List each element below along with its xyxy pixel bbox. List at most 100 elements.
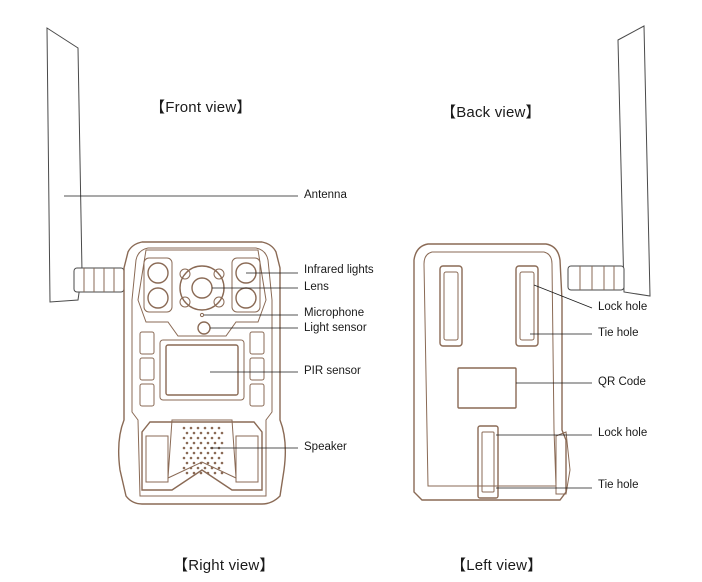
- back-view-title: 【Back view】: [441, 104, 541, 121]
- front-antenna-blade: [46, 27, 83, 303]
- right-view-title: 【Right view】: [173, 557, 275, 574]
- speaker-dot: [206, 471, 210, 475]
- speaker-dot: [185, 431, 189, 435]
- speaker-dot: [182, 466, 186, 470]
- antenna-label: Antenna: [304, 189, 347, 201]
- microphone-hole: [199, 312, 205, 318]
- speaker-dot: [206, 431, 210, 435]
- speaker-dot: [196, 436, 200, 440]
- speaker-grille: [182, 426, 224, 475]
- speaker-dot: [217, 456, 221, 460]
- speaker-dot: [210, 456, 214, 460]
- speaker-dot: [220, 461, 224, 465]
- speaker-dot: [196, 456, 200, 460]
- speaker-dot: [210, 436, 214, 440]
- speaker-dot: [210, 466, 214, 470]
- speaker-dot: [203, 436, 207, 440]
- speaker-dot: [182, 456, 186, 460]
- speaker-dot: [203, 466, 207, 470]
- left-view-title: 【Left view】: [451, 557, 543, 574]
- speaker-dot: [210, 426, 214, 430]
- qr-code-label: QR Code: [598, 376, 646, 388]
- infrared-led: [147, 287, 169, 309]
- tie-hole-bottom-label: Tie hole: [598, 479, 639, 491]
- speaker-dot: [196, 446, 200, 450]
- speaker-dot: [206, 441, 210, 445]
- light-sensor: [197, 321, 211, 335]
- speaker-dot: [189, 446, 193, 450]
- strap-loop-right: [515, 265, 539, 347]
- infrared-led: [235, 287, 257, 309]
- front-antenna-base: [73, 267, 125, 293]
- speaker-dot: [185, 461, 189, 465]
- tie-hole-top-label: Tie hole: [598, 327, 639, 339]
- pir-sensor-window: [165, 344, 239, 396]
- microphone-label: Microphone: [304, 307, 365, 319]
- speaker-dot: [203, 446, 207, 450]
- speaker-dot: [203, 456, 207, 460]
- speaker-dot: [192, 451, 196, 455]
- speaker-dot: [185, 471, 189, 475]
- speaker-dot: [203, 426, 207, 430]
- speaker-dot: [217, 466, 221, 470]
- speaker-dot: [206, 451, 210, 455]
- back-camera: [413, 25, 651, 501]
- speaker-dot: [220, 441, 224, 445]
- infrared-led: [147, 262, 169, 284]
- lens-label: Lens: [304, 281, 329, 293]
- back-antenna-blade: [617, 25, 651, 297]
- lock-hole-top-label: Lock hole: [598, 301, 648, 313]
- speaker-dot: [206, 461, 210, 465]
- speaker-dot: [217, 436, 221, 440]
- pir-sensor-label: PIR sensor: [304, 365, 361, 377]
- speaker-dot: [220, 451, 224, 455]
- lower-lock: [477, 425, 499, 499]
- speaker-dot: [189, 426, 193, 430]
- front-view-title: 【Front view】: [150, 99, 252, 116]
- speaker-area: [141, 421, 263, 491]
- speaker-dot: [182, 446, 186, 450]
- speaker-dot: [192, 441, 196, 445]
- speaker-dot: [199, 471, 203, 475]
- speaker-dot: [189, 436, 193, 440]
- speaker-dot: [213, 471, 217, 475]
- speaker-dot: [199, 441, 203, 445]
- front-face-plate: [137, 249, 267, 337]
- speaker-dot: [192, 471, 196, 475]
- speaker-dot: [182, 436, 186, 440]
- back-leaders: [496, 284, 593, 489]
- speaker-dot: [220, 431, 224, 435]
- speaker-dot: [213, 461, 217, 465]
- speaker-dot: [213, 431, 217, 435]
- speaker-dot: [199, 461, 203, 465]
- speaker-dot: [199, 451, 203, 455]
- infrared-lights-label: Infrared lights: [304, 264, 374, 276]
- speaker-dot: [199, 431, 203, 435]
- speaker-dot: [182, 426, 186, 430]
- speaker-dot: [189, 466, 193, 470]
- speaker-dot: [217, 426, 221, 430]
- speaker-dot: [185, 441, 189, 445]
- qr-code-box: [457, 367, 517, 409]
- speaker-dot: [220, 471, 224, 475]
- speaker-dot: [213, 441, 217, 445]
- back-antenna-base: [567, 265, 625, 291]
- speaker-dot: [189, 456, 193, 460]
- speaker-label: Speaker: [304, 441, 347, 453]
- speaker-dot: [192, 431, 196, 435]
- speaker-dot: [196, 466, 200, 470]
- speaker-dot: [192, 461, 196, 465]
- speaker-dot: [185, 451, 189, 455]
- light-sensor-label: Light sensor: [304, 322, 367, 334]
- lock-hole-bottom-label: Lock hole: [598, 427, 648, 439]
- front-body-outline: [117, 241, 287, 505]
- front-leaders: [64, 195, 298, 449]
- speaker-dot: [213, 451, 217, 455]
- strap-loop-left: [439, 265, 463, 347]
- speaker-dot: [196, 426, 200, 430]
- front-camera: [46, 27, 287, 505]
- lens: [191, 277, 213, 299]
- back-body-outline: [413, 243, 567, 501]
